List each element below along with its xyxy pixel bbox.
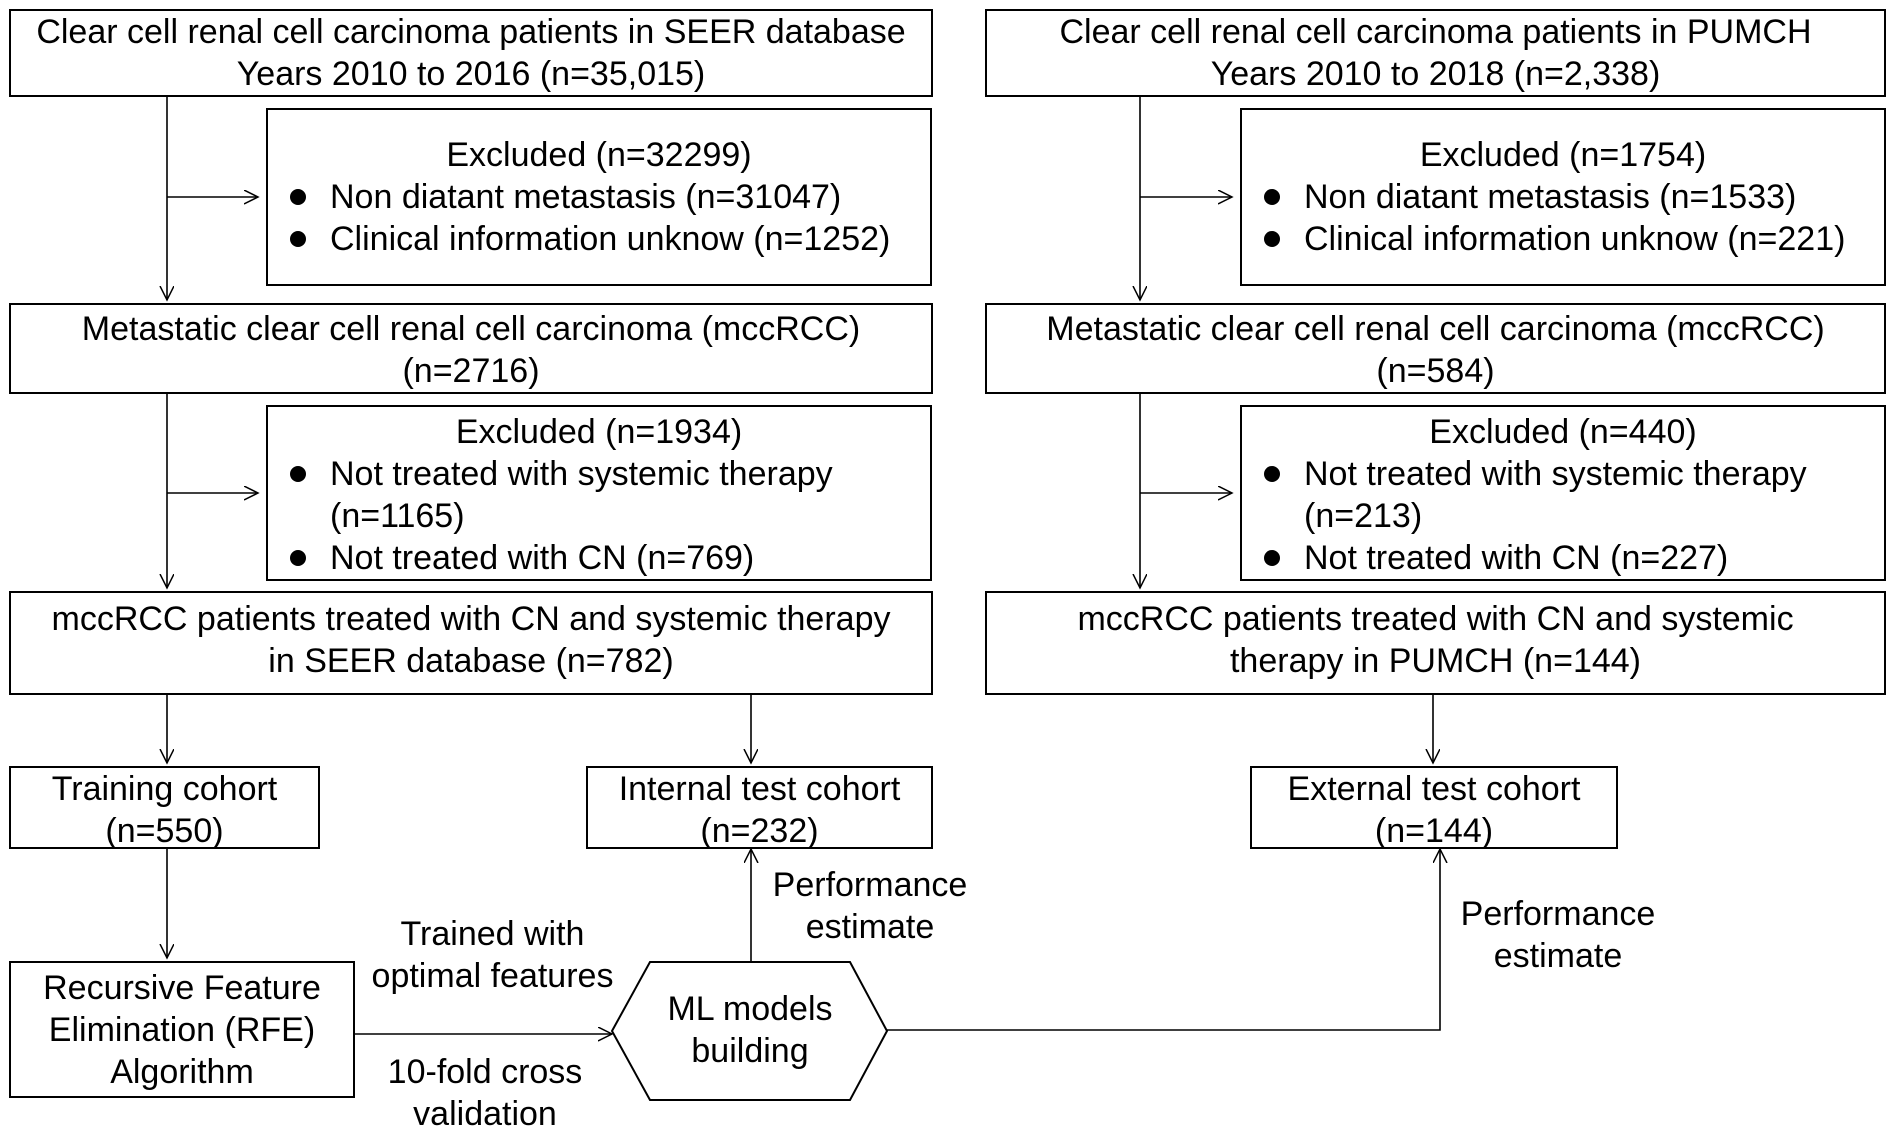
seer-excluded1-item: Non diatant metastasis (n=31047) xyxy=(268,176,930,218)
seer-excluded1-item: Clinical information unknow (n=1252) xyxy=(268,218,930,260)
performance-internal-line2: estimate xyxy=(805,908,935,946)
training-cohort-box: Training cohort (n=550) xyxy=(9,766,320,850)
pumch-source-line1: Clear cell renal cell carcinoma patients… xyxy=(1059,13,1812,51)
pumch-excluded2-item2: Not treated with CN (n=227) xyxy=(1242,537,1884,579)
external-test-cohort-box: External test cohort (n=144) xyxy=(1250,766,1618,850)
seer-metastatic-line1: Metastatic clear cell renal cell carcino… xyxy=(81,310,861,348)
pumch-treated-line1: mccRCC patients treated with CN and syst… xyxy=(1077,600,1794,638)
performance-internal-line1: Performance xyxy=(772,866,968,904)
seer-source-line2: Years 2010 to 2016 (n=35,015) xyxy=(236,55,706,93)
external-test-cohort-title: External test cohort xyxy=(1287,770,1581,808)
pumch-excluded1-title: Excluded (n=1754) xyxy=(1419,136,1707,174)
seer-treated-line1: mccRCC patients treated with CN and syst… xyxy=(51,600,891,638)
pumch-excluded1-item: Clinical information unknow (n=221) xyxy=(1242,218,1884,260)
pumch-metastatic-line1: Metastatic clear cell renal cell carcino… xyxy=(1046,310,1825,348)
trained-with-line2: optimal features xyxy=(371,957,614,995)
pumch-metastatic-box: Metastatic clear cell renal cell carcino… xyxy=(985,303,1886,394)
pumch-treated-line2: therapy in PUMCH (n=144) xyxy=(1229,642,1641,680)
pumch-excluded1-item: Non diatant metastasis (n=1533) xyxy=(1242,176,1884,218)
cross-validation-line2: validation xyxy=(413,1095,557,1133)
seer-treated-line2: in SEER database (n=782) xyxy=(268,642,674,680)
pumch-metastatic-line2: (n=584) xyxy=(1376,352,1495,390)
trained-with-line1: Trained with xyxy=(400,915,585,953)
seer-excluded1-box: Excluded (n=32299) Non diatant metastasi… xyxy=(266,108,932,286)
seer-excluded1-title: Excluded (n=32299) xyxy=(446,136,752,174)
pumch-excluded1-box: Excluded (n=1754) Non diatant metastasis… xyxy=(1240,108,1886,286)
seer-treated-box: mccRCC patients treated with CN and syst… xyxy=(9,591,933,695)
ml-models-label: ML models building xyxy=(650,988,850,1072)
trained-with-label: Trained with optimal features xyxy=(360,913,625,997)
pumch-excluded2-item1: Not treated with systemic therapy xyxy=(1242,453,1884,495)
seer-metastatic-line2: (n=2716) xyxy=(402,352,540,390)
ml-models-line2: building xyxy=(691,1032,809,1070)
arrow-ml-to-external xyxy=(887,849,1440,1031)
seer-excluded2-title: Excluded (n=1934) xyxy=(455,413,743,451)
pumch-source-line2: Years 2010 to 2018 (n=2,338) xyxy=(1210,55,1661,93)
external-test-cohort-count: (n=144) xyxy=(1374,812,1494,850)
rfe-line1: Recursive Feature xyxy=(43,969,321,1007)
ml-hexagon xyxy=(610,961,889,1101)
performance-internal-label: Performance estimate xyxy=(760,864,980,948)
cross-validation-label: 10-fold cross validation xyxy=(370,1051,600,1135)
performance-external-line1: Performance xyxy=(1460,895,1656,933)
rfe-line2: Elimination (RFE) xyxy=(48,1011,316,1049)
seer-excluded2-item1-count: (n=1165) xyxy=(330,497,465,535)
internal-test-cohort-title: Internal test cohort xyxy=(618,770,901,808)
rfe-line3: Algorithm xyxy=(110,1053,254,1091)
cross-validation-line1: 10-fold cross xyxy=(387,1053,583,1091)
performance-external-label: Performance estimate xyxy=(1448,893,1668,977)
performance-external-line2: estimate xyxy=(1493,937,1623,975)
pumch-excluded2-title: Excluded (n=440) xyxy=(1429,413,1697,451)
pumch-treated-box: mccRCC patients treated with CN and syst… xyxy=(985,591,1886,695)
internal-test-cohort-box: Internal test cohort (n=232) xyxy=(586,766,933,850)
seer-excluded2-box: Excluded (n=1934) Not treated with syste… xyxy=(266,405,932,581)
seer-excluded2-item2: Not treated with CN (n=769) xyxy=(268,537,930,579)
training-cohort-title: Training cohort xyxy=(51,770,278,808)
seer-source-box: Clear cell renal cell carcinoma patients… xyxy=(9,9,933,97)
rfe-box: Recursive Feature Elimination (RFE) Algo… xyxy=(9,961,355,1098)
pumch-source-box: Clear cell renal cell carcinoma patients… xyxy=(985,9,1886,97)
seer-source-line1: Clear cell renal cell carcinoma patients… xyxy=(36,13,906,51)
seer-metastatic-box: Metastatic clear cell renal cell carcino… xyxy=(9,303,933,394)
training-cohort-count: (n=550) xyxy=(105,812,224,850)
pumch-excluded2-box: Excluded (n=440) Not treated with system… xyxy=(1240,405,1886,581)
pumch-excluded2-item1-count: (n=213) xyxy=(1304,497,1423,535)
seer-excluded2-item1: Not treated with systemic therapy xyxy=(268,453,930,495)
internal-test-cohort-count: (n=232) xyxy=(700,812,819,850)
ml-models-line1: ML models xyxy=(667,990,833,1028)
